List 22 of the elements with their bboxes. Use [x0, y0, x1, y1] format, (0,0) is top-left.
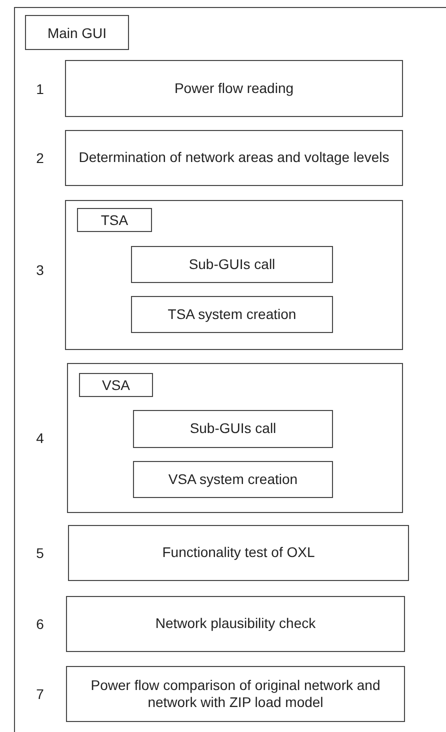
process-box: Functionality test of OXL [68, 525, 409, 581]
process-box: Network plausibility check [66, 596, 405, 652]
group-box [65, 200, 403, 350]
step-number: 7 [36, 686, 44, 702]
step-number: 4 [36, 430, 44, 446]
step-number: 5 [36, 545, 44, 561]
process-box: TSA system creation [131, 296, 333, 333]
group-title: TSA [77, 208, 152, 232]
process-box: Determination of network areas and voltage levels [65, 130, 403, 186]
step-number: 1 [36, 81, 44, 97]
frame-title: Main GUI [25, 15, 129, 50]
group-title: VSA [79, 373, 153, 397]
process-box: Sub-GUIs call [133, 410, 333, 448]
process-box: Power flow comparison of original network and network with ZIP load model [66, 666, 405, 722]
process-box: Power flow reading [65, 60, 403, 117]
step-number: 2 [36, 150, 44, 166]
frame [14, 7, 446, 732]
group-box [67, 363, 403, 513]
step-number: 3 [36, 262, 44, 278]
step-number: 6 [36, 616, 44, 632]
process-box: VSA system creation [133, 461, 333, 498]
process-box: Sub-GUIs call [131, 246, 333, 283]
